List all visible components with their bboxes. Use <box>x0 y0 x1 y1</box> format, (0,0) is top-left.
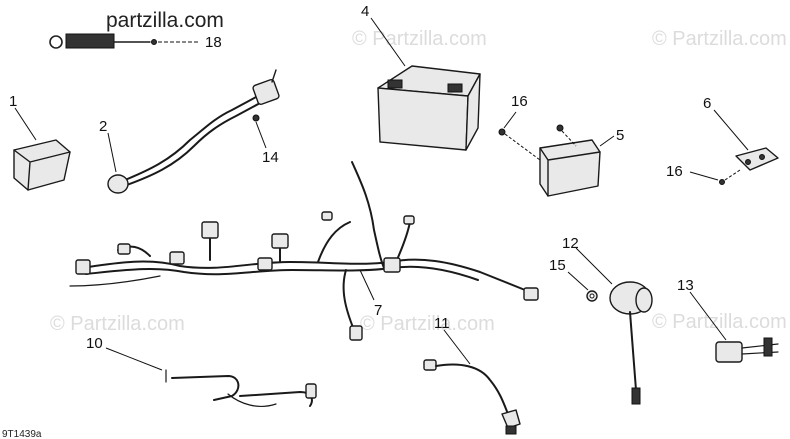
watermark-bottom-right: © Partzilla.com <box>652 311 787 333</box>
leader-14 <box>255 121 267 149</box>
watermark-top-center: © Partzilla.com <box>352 28 487 50</box>
callout-14: 14 <box>262 149 279 166</box>
copyright-icon <box>49 35 63 49</box>
part-12-switch <box>609 281 653 405</box>
part-11-sensor <box>423 359 521 435</box>
callout-5: 5 <box>616 127 624 144</box>
callout-7: 7 <box>374 302 382 319</box>
leader-16b <box>689 171 719 181</box>
watermark-top-right: © Partzilla.com <box>652 28 787 50</box>
watermark-bottom-left: © Partzilla.com <box>50 313 185 335</box>
leader-1 <box>14 107 37 141</box>
part-4-battery <box>377 65 481 151</box>
part-1-boot <box>13 139 71 191</box>
callout-1: 1 <box>9 93 17 110</box>
part-5-module <box>498 124 601 197</box>
diagram-code: 9T1439a <box>2 429 42 439</box>
part-14-clip <box>252 114 260 122</box>
callout-18: 18 <box>205 34 222 51</box>
leader-5 <box>599 135 615 147</box>
part-2-harness <box>107 69 280 194</box>
callout-13: 13 <box>677 277 694 294</box>
leader-13 <box>689 291 727 341</box>
part-15-nut <box>586 290 598 302</box>
callout-15: 15 <box>549 257 566 274</box>
part-13-connector <box>715 337 779 363</box>
part-18-fastener <box>113 39 200 45</box>
leader-6 <box>713 109 749 151</box>
leader-2 <box>107 132 117 173</box>
callout-4: 4 <box>361 3 369 20</box>
brand-logo: partzilla.com <box>49 9 224 49</box>
leader-15 <box>567 271 589 291</box>
part-7-main-harness <box>69 161 539 341</box>
watermarks: © Partzilla.com © Partzilla.com © Partzi… <box>50 28 787 335</box>
leader-7 <box>359 269 375 301</box>
callout-16b: 16 <box>666 163 683 180</box>
leader-16a <box>503 111 517 129</box>
leader-10 <box>105 347 163 371</box>
callout-10: 10 <box>86 335 103 352</box>
leader-11 <box>443 329 471 365</box>
watermark-bottom-center: © Partzilla.com <box>360 313 495 335</box>
callout-11: 11 <box>434 315 450 332</box>
callout-16a: 16 <box>511 93 528 110</box>
leader-12 <box>575 247 613 285</box>
logo-mark-icon <box>65 33 115 49</box>
part-10-lead <box>165 369 317 407</box>
part-6-bracket <box>719 147 779 185</box>
callout-6: 6 <box>703 95 711 112</box>
leader-4 <box>370 17 406 67</box>
brand-logo-text: partzilla.com <box>106 9 224 32</box>
callout-2: 2 <box>99 118 107 135</box>
callout-12: 12 <box>562 235 579 252</box>
